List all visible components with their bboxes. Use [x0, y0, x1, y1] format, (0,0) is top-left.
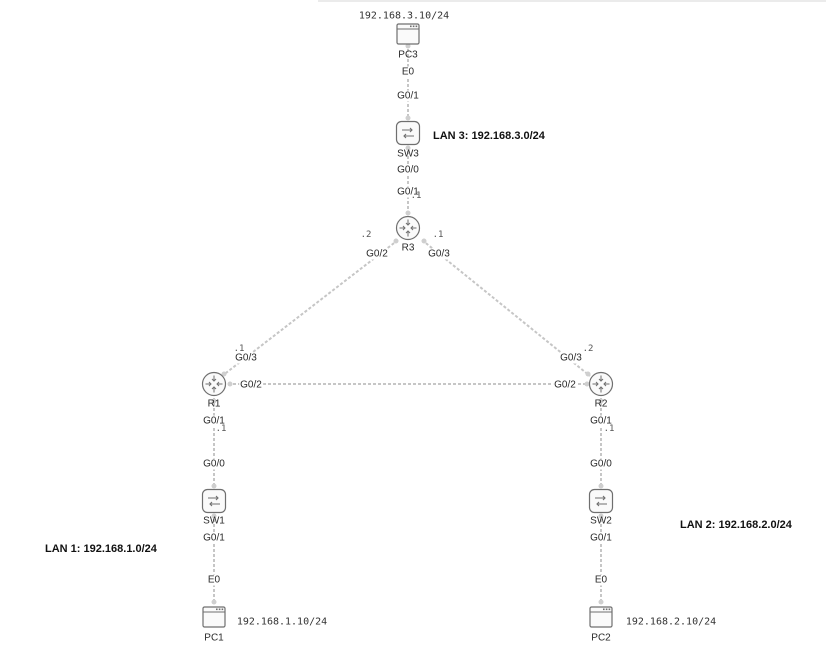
sw1-label: SW1	[203, 515, 225, 527]
ip-suffix: .2	[360, 230, 372, 240]
sw2-node[interactable]	[588, 488, 614, 514]
pc1-label: PC1	[204, 632, 224, 644]
port-label: E0	[206, 574, 222, 586]
switch-icon	[588, 488, 614, 514]
router-icon	[588, 371, 614, 397]
endpoint-dot	[585, 371, 591, 377]
endpoint-dot	[405, 115, 411, 121]
port-label: G0/1	[589, 532, 613, 544]
lan2-label: LAN 2: 192.168.2.0/24	[680, 519, 792, 531]
port-label: G0/0	[589, 458, 613, 470]
sw3-node[interactable]	[395, 120, 421, 146]
port-label: G0/0	[396, 164, 420, 176]
ip-suffix: .1	[603, 424, 615, 434]
endpoint-dot	[393, 238, 399, 244]
pc-icon	[396, 23, 420, 45]
endpoint-dot	[211, 513, 217, 519]
endpoint-dot	[598, 398, 604, 404]
port-label: G0/2	[239, 379, 263, 391]
pc2-address: 192.168.2.10/24	[625, 616, 717, 628]
port-label: G0/3	[559, 352, 583, 364]
port-label: G0/1	[202, 532, 226, 544]
sw1-node[interactable]	[201, 488, 227, 514]
port-label: G0/3	[427, 248, 451, 260]
r2-node[interactable]	[588, 371, 614, 397]
r2-label: R2	[594, 398, 608, 410]
endpoint-dot	[598, 513, 604, 519]
endpoint-dot	[405, 145, 411, 151]
ip-suffix: .1	[410, 191, 422, 201]
endpoint-dot	[421, 238, 427, 244]
r1-node[interactable]	[201, 371, 227, 397]
ip-suffix: .1	[432, 230, 444, 240]
sw3-label: SW3	[397, 148, 419, 160]
endpoint-dot	[211, 398, 217, 404]
port-label: G0/1	[396, 186, 420, 198]
port-label: G0/1	[202, 415, 226, 427]
top-border	[318, 0, 826, 2]
pc-icon	[202, 606, 226, 628]
port-label: G0/1	[396, 90, 420, 102]
endpoint-dot	[598, 483, 604, 489]
lan3-label: LAN 3: 192.168.3.0/24	[433, 130, 545, 142]
switch-icon	[395, 120, 421, 146]
pc1-address: 192.168.1.10/24	[236, 616, 328, 628]
pc2-node[interactable]	[588, 604, 614, 630]
pc-icon	[589, 606, 613, 628]
endpoint-dot	[584, 381, 590, 387]
r1-label: R1	[207, 398, 221, 410]
endpoint-dot	[221, 371, 227, 377]
pc3-node[interactable]	[395, 21, 421, 47]
port-label: E0	[400, 66, 416, 78]
ip-suffix: .1	[233, 344, 245, 354]
port-label: G0/2	[365, 248, 389, 260]
port-label: G0/3	[234, 352, 258, 364]
r3-label: R3	[401, 242, 415, 254]
r3-node[interactable]	[395, 215, 421, 241]
port-label: G0/2	[553, 379, 577, 391]
router-icon	[395, 215, 421, 241]
port-label: E0	[593, 574, 609, 586]
pc1-node[interactable]	[201, 604, 227, 630]
endpoint-dot	[227, 381, 233, 387]
endpoint-dot	[211, 599, 217, 605]
endpoint-dot	[405, 43, 411, 49]
pc3-label: PC3	[398, 49, 418, 61]
pc2-label: PC2	[591, 632, 611, 644]
endpoint-dot	[211, 483, 217, 489]
port-label: G0/1	[589, 415, 613, 427]
port-label: G0/0	[202, 458, 226, 470]
endpoint-dot	[405, 210, 411, 216]
router-icon	[201, 371, 227, 397]
ip-suffix: .1	[215, 424, 227, 434]
switch-icon	[201, 488, 227, 514]
sw2-label: SW2	[590, 515, 612, 527]
pc3-address: 192.168.3.10/24	[358, 10, 450, 22]
endpoint-dot	[598, 599, 604, 605]
ip-suffix: .2	[582, 344, 594, 354]
lan1-label: LAN 1: 192.168.1.0/24	[45, 543, 157, 555]
